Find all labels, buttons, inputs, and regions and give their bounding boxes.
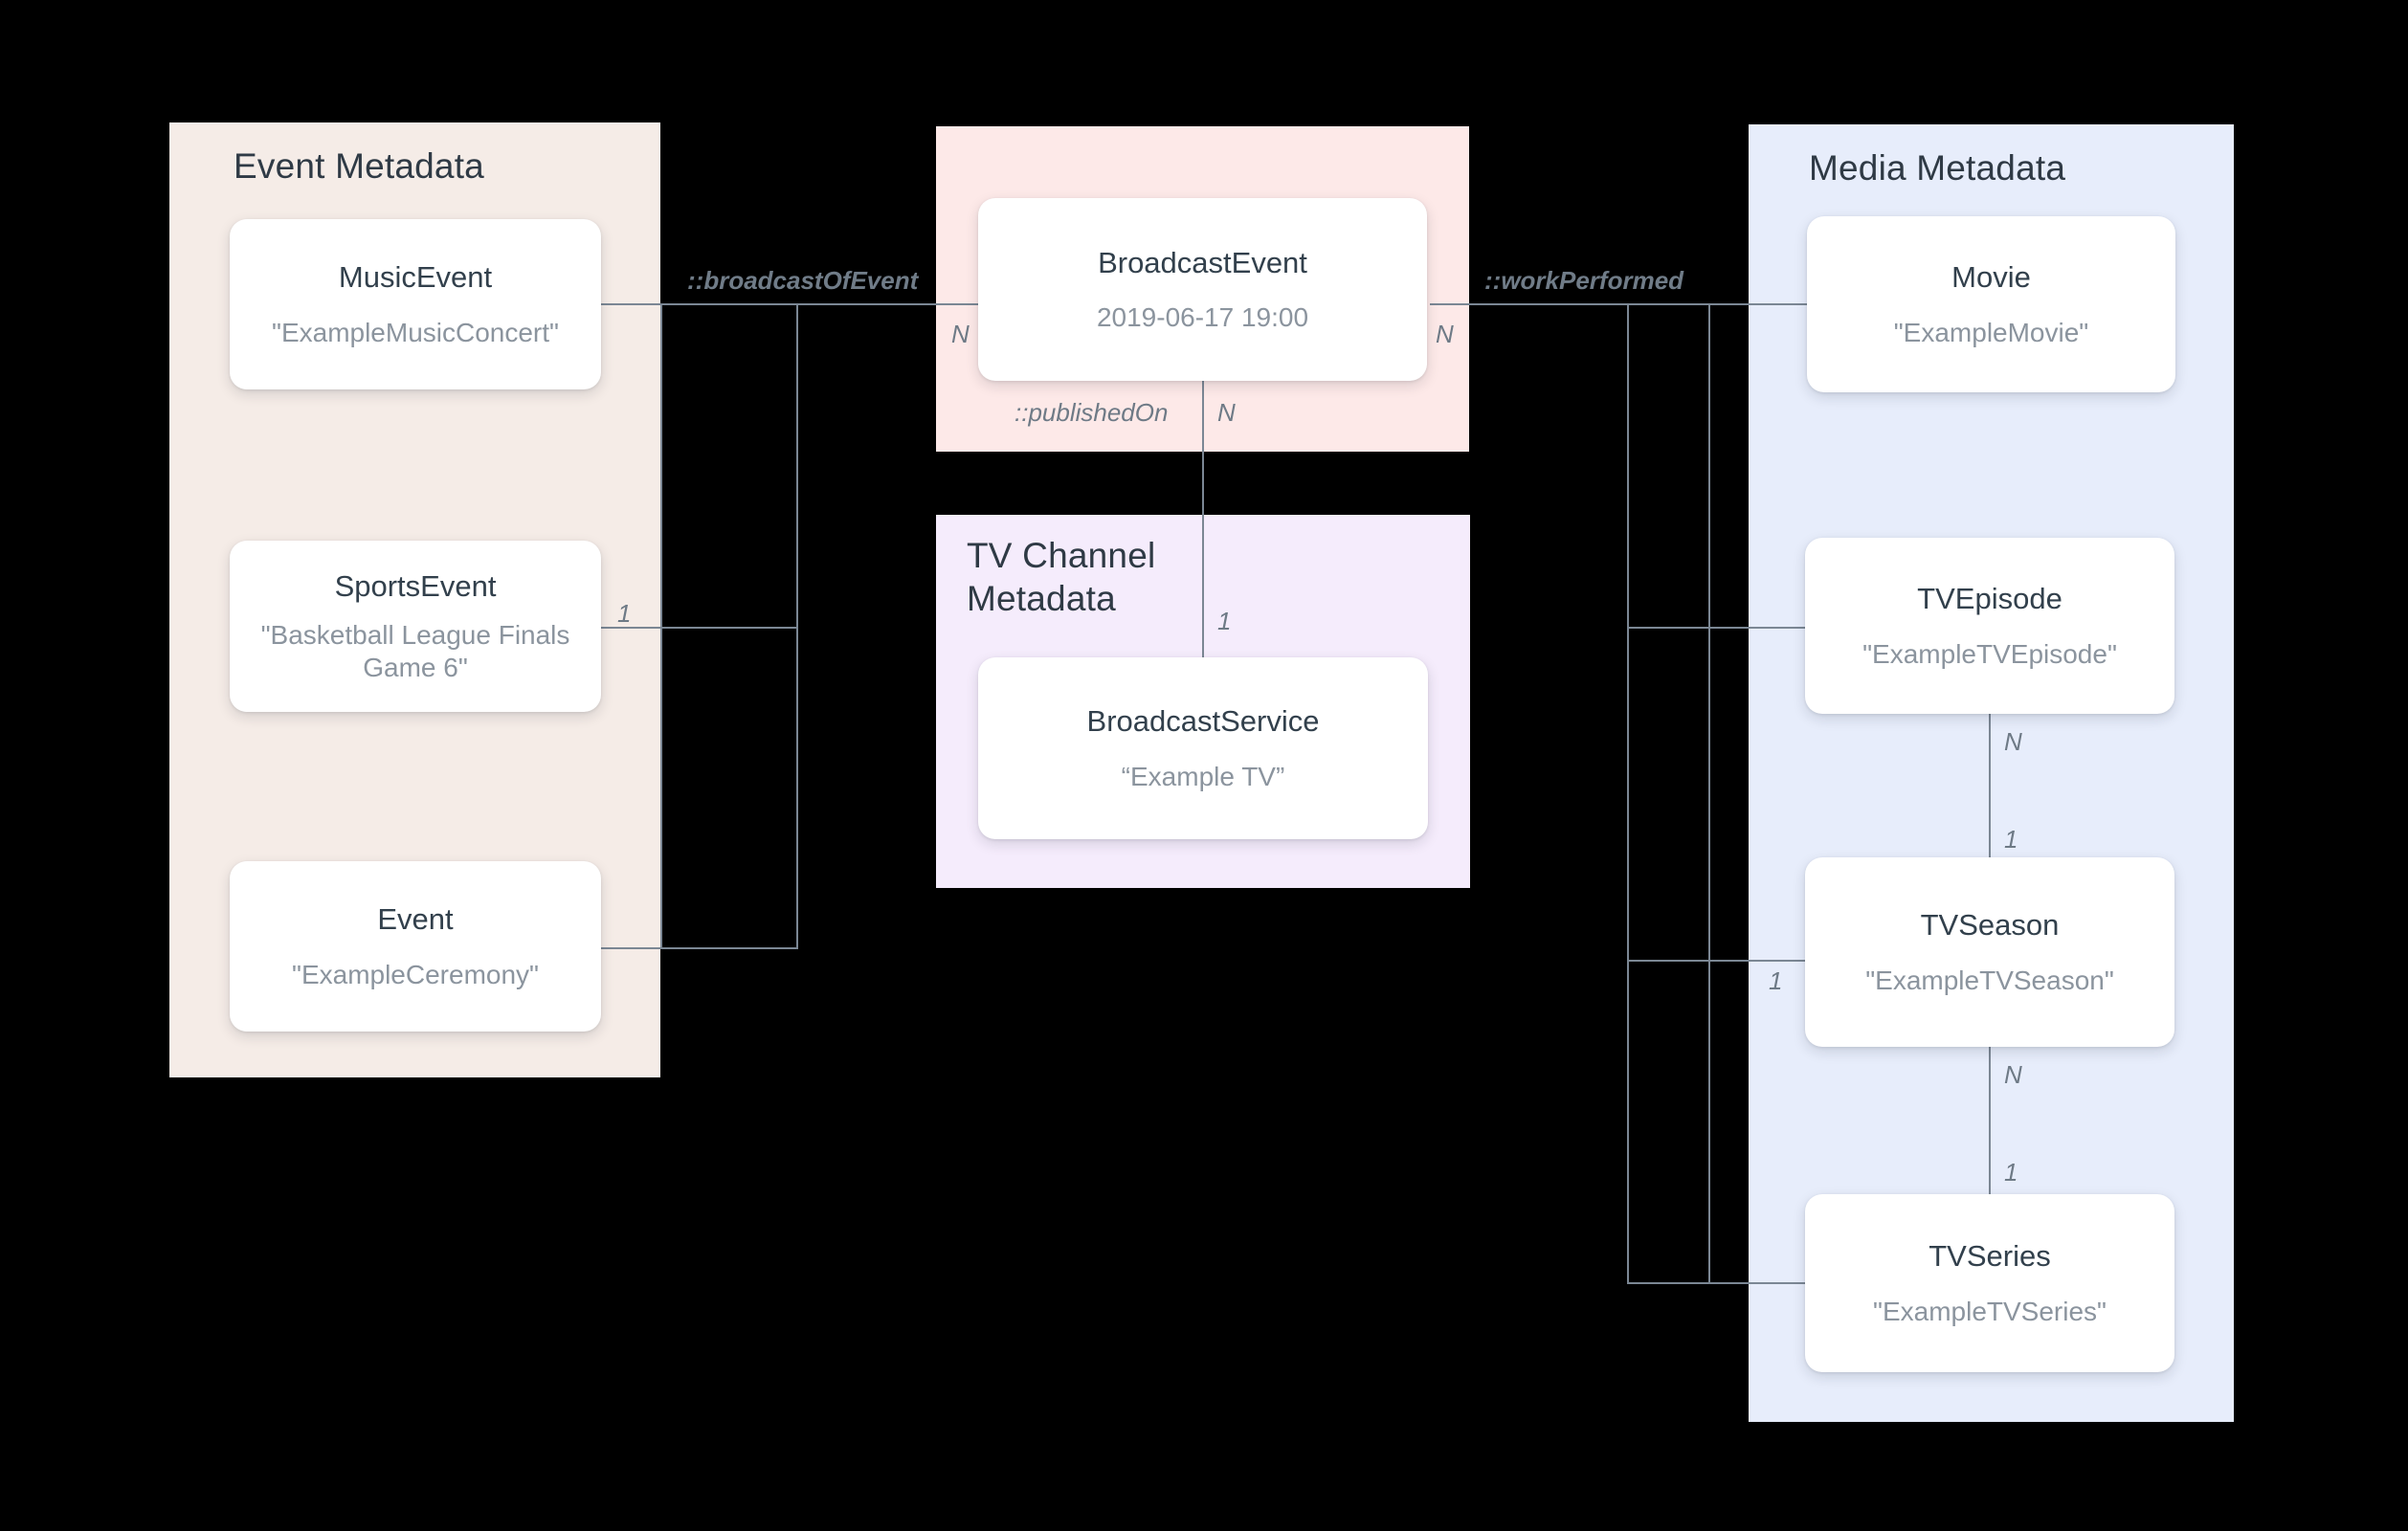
cardinality-media-one: 1 <box>1769 966 1783 995</box>
panel-title-event-metadata: Event Metadata <box>234 146 484 186</box>
node-title-tv-series: TVSeries <box>1929 1239 2051 1274</box>
node-subtitle-tv-episode: "ExampleTVEpisode" <box>1862 638 2117 669</box>
cardinality-sports-event-one: 1 <box>617 599 632 628</box>
edge-tvseries-horizontal <box>1627 1282 1807 1284</box>
edge-broadcastofevent-connector <box>796 303 978 305</box>
node-subtitle-sports-event: "Basketball League Finals Game 6" <box>260 619 570 683</box>
edge-tvseason-horizontal <box>1627 960 1807 962</box>
relation-label-published-on: ::publishedOn <box>1014 398 1169 427</box>
edge-publishedon-vertical <box>1202 381 1204 658</box>
node-title-movie: Movie <box>1951 260 2031 295</box>
edge-media-inner-bus-vertical <box>1708 305 1710 1282</box>
cardinality-broadcast-left-n: N <box>951 320 970 348</box>
cardinality-broadcast-service-one: 1 <box>1217 607 1232 635</box>
edge-event-bus-vertical <box>796 303 798 949</box>
panel-title-media-metadata: Media Metadata <box>1809 148 2066 188</box>
edge-event-horizontal <box>599 947 798 949</box>
node-card-tv-season[interactable]: TVSeason "ExampleTVSeason" <box>1805 857 2174 1047</box>
node-subtitle-tv-season: "ExampleTVSeason" <box>1865 965 2114 995</box>
node-card-tv-series[interactable]: TVSeries "ExampleTVSeries" <box>1805 1194 2174 1372</box>
edge-sportsevent-horizontal <box>599 627 798 629</box>
node-subtitle-movie: "ExampleMovie" <box>1893 317 2089 347</box>
cardinality-broadcast-right-n: N <box>1436 320 1454 348</box>
edge-event-inner-bus-vertical <box>660 305 662 947</box>
node-title-tv-episode: TVEpisode <box>1917 582 2062 616</box>
relation-label-work-performed: ::workPerformed <box>1484 266 1684 295</box>
node-subtitle-music-event: "ExampleMusicConcert" <box>272 317 559 347</box>
node-card-broadcast-event[interactable]: BroadcastEvent 2019-06-17 19:00 <box>978 198 1427 381</box>
cardinality-series-one: 1 <box>2004 1158 2018 1187</box>
edge-episode-season-vertical <box>1989 713 1991 885</box>
node-subtitle-event: "ExampleCeremony" <box>292 959 539 989</box>
relation-label-broadcast-of-event: ::broadcastOfEvent <box>687 266 919 295</box>
edge-media-bus-vertical <box>1627 303 1629 1282</box>
node-subtitle-broadcast-event: 2019-06-17 19:00 <box>1096 302 1309 333</box>
node-title-broadcast-event: BroadcastEvent <box>1098 245 1307 279</box>
node-card-event[interactable]: Event "ExampleCeremony" <box>230 861 601 1032</box>
cardinality-broadcast-bottom-n: N <box>1217 398 1236 427</box>
node-subtitle-tv-series: "ExampleTVSeries" <box>1873 1296 2107 1326</box>
node-title-music-event: MusicEvent <box>338 260 493 295</box>
edge-tvepisode-horizontal <box>1627 627 1807 629</box>
node-title-tv-season: TVSeason <box>1920 908 2060 943</box>
edge-season-series-vertical <box>1989 1046 1991 1218</box>
node-title-sports-event: SportsEvent <box>334 568 497 603</box>
cardinality-season-one: 1 <box>2004 825 2018 854</box>
panel-title-tv-channel-metadata: TV Channel Metadata <box>967 536 1156 619</box>
cardinality-episode-n: N <box>2004 727 2022 756</box>
node-card-movie[interactable]: Movie "ExampleMovie" <box>1807 216 2175 392</box>
edge-workperformed-connector <box>1430 303 1807 305</box>
node-title-broadcast-service: BroadcastService <box>1086 704 1320 739</box>
node-card-music-event[interactable]: MusicEvent "ExampleMusicConcert" <box>230 219 601 389</box>
node-card-broadcast-service[interactable]: BroadcastService “Example TV” <box>978 657 1428 839</box>
edge-musicevent-horizontal <box>599 303 798 305</box>
node-subtitle-broadcast-service: “Example TV” <box>1121 761 1285 791</box>
node-card-sports-event[interactable]: SportsEvent "Basketball League Finals Ga… <box>230 541 601 712</box>
node-title-event: Event <box>377 902 454 937</box>
node-card-tv-episode[interactable]: TVEpisode "ExampleTVEpisode" <box>1805 538 2174 714</box>
cardinality-season-n: N <box>2004 1060 2022 1089</box>
